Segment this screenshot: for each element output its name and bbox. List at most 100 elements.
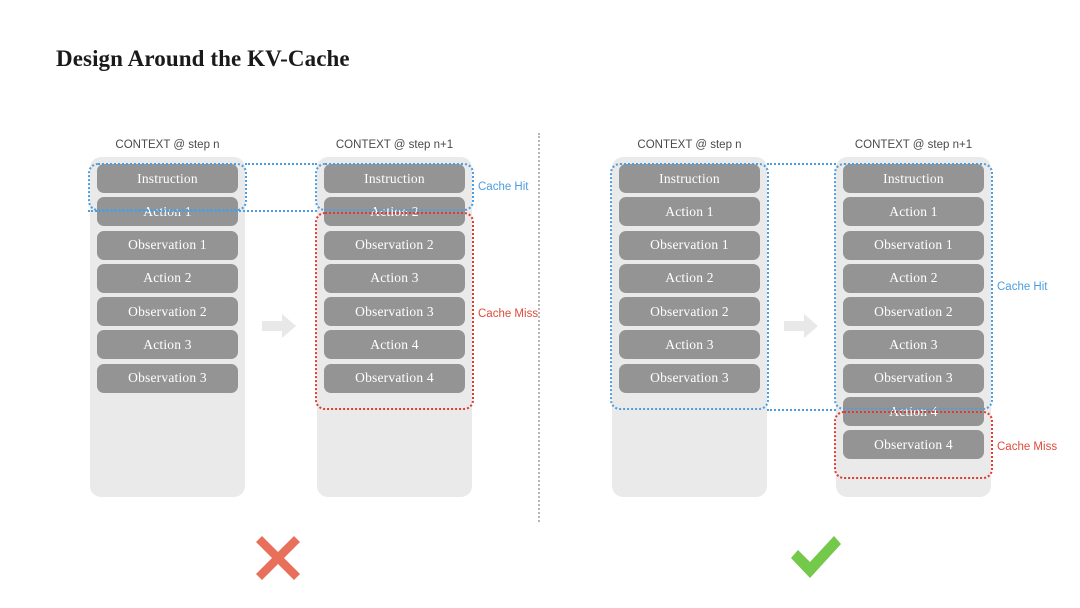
context-item-slot: Observation 2 bbox=[619, 297, 760, 330]
context-item-slot: Instruction bbox=[97, 164, 238, 197]
bad-right-column-header: CONTEXT @ step n+1 bbox=[335, 139, 454, 151]
context-item-slot: Action 2 bbox=[97, 263, 238, 297]
context-item-slot: Observation 4 bbox=[843, 430, 984, 463]
good-right-context-item[interactable]: Instruction bbox=[843, 164, 984, 193]
good-left-context-item[interactable]: Action 1 bbox=[619, 197, 760, 227]
context-item-slot: Observation 3 bbox=[97, 363, 238, 397]
good-right-context-item[interactable]: Observation 2 bbox=[843, 297, 984, 327]
context-item-slot: Action 3 bbox=[324, 263, 465, 297]
context-item-slot: Action 3 bbox=[619, 330, 760, 363]
good-left-context-item[interactable]: Action 3 bbox=[619, 330, 760, 360]
context-item-slot: Observation 3 bbox=[843, 363, 984, 397]
bad-cache-miss-label: Cache Miss bbox=[478, 308, 539, 320]
context-item-slot: Action 1 bbox=[843, 197, 984, 230]
good-right-context-item[interactable]: Observation 1 bbox=[843, 230, 984, 260]
context-item-label: Observation 4 bbox=[874, 436, 953, 452]
context-item-slot: Observation 1 bbox=[97, 230, 238, 264]
context-item-label: Observation 2 bbox=[874, 303, 953, 319]
good-left-context-item[interactable]: Observation 2 bbox=[619, 297, 760, 327]
context-item-label: Action 2 bbox=[370, 203, 419, 219]
context-item-label: Instruction bbox=[883, 170, 944, 186]
context-item-label: Observation 1 bbox=[128, 237, 207, 253]
good-left-context-item[interactable]: Observation 1 bbox=[619, 230, 760, 260]
bad-right-context-item[interactable]: Instruction bbox=[324, 164, 465, 193]
context-item-label: Observation 2 bbox=[650, 303, 729, 319]
context-item-label: Action 3 bbox=[665, 336, 714, 352]
good-left-column-header: CONTEXT @ step n bbox=[637, 139, 742, 151]
bad-left-context-item[interactable]: Observation 3 bbox=[97, 363, 238, 393]
context-item-slot: Instruction bbox=[324, 164, 465, 197]
context-item-label: Action 2 bbox=[889, 270, 938, 286]
context-item-slot: Instruction bbox=[843, 164, 984, 197]
context-item-label: Observation 3 bbox=[650, 370, 729, 386]
check-mark-icon bbox=[791, 536, 841, 578]
good-cache-hit-connector-top bbox=[767, 163, 836, 165]
bad-left-context-item[interactable]: Action 3 bbox=[97, 330, 238, 360]
bad-left-context-item[interactable]: Observation 1 bbox=[97, 230, 238, 260]
context-item-label: Observation 3 bbox=[355, 303, 434, 319]
context-item-label: Instruction bbox=[659, 170, 720, 186]
context-item-slot: Action 2 bbox=[843, 263, 984, 297]
context-item-label: Action 3 bbox=[143, 336, 192, 352]
good-left-context-item[interactable]: Observation 3 bbox=[619, 363, 760, 393]
context-item-label: Action 1 bbox=[143, 203, 192, 219]
bad-right-context-item[interactable]: Action 4 bbox=[324, 330, 465, 360]
bad-cache-hit-label: Cache Hit bbox=[478, 181, 529, 193]
context-item-label: Observation 3 bbox=[128, 370, 207, 386]
good-right-context-item[interactable]: Observation 3 bbox=[843, 363, 984, 393]
context-item-label: Action 3 bbox=[370, 270, 419, 286]
context-item-label: Action 1 bbox=[665, 203, 714, 219]
context-item-label: Action 3 bbox=[889, 336, 938, 352]
context-item-slot: Instruction bbox=[619, 164, 760, 197]
context-item-label: Action 2 bbox=[665, 270, 714, 286]
context-item-slot: Observation 1 bbox=[619, 230, 760, 264]
bad-left-context-item[interactable]: Action 2 bbox=[97, 263, 238, 293]
good-cache-miss-label: Cache Miss bbox=[997, 441, 1058, 453]
context-item-slot: Action 2 bbox=[324, 197, 465, 230]
bad-cache-hit-connector-top bbox=[245, 163, 317, 165]
good-cache-hit-label: Cache Hit bbox=[997, 281, 1048, 293]
bad-left-context-item[interactable]: Action 1 bbox=[97, 197, 238, 227]
page-title: Design Around the KV-Cache bbox=[56, 46, 350, 71]
context-item-slot: Action 1 bbox=[97, 197, 238, 230]
good-right-context-item[interactable]: Action 1 bbox=[843, 197, 984, 227]
good-left-context-item[interactable]: Action 2 bbox=[619, 263, 760, 293]
good-right-context-item[interactable]: Observation 4 bbox=[843, 430, 984, 460]
context-item-slot: Observation 3 bbox=[324, 297, 465, 330]
bad-right-context-item[interactable]: Action 3 bbox=[324, 263, 465, 293]
bad-left-context-item[interactable]: Instruction bbox=[97, 164, 238, 193]
context-item-slot: Observation 1 bbox=[843, 230, 984, 264]
context-item-label: Observation 4 bbox=[355, 370, 434, 386]
good-right-context-item[interactable]: Action 2 bbox=[843, 263, 984, 293]
context-item-slot: Observation 2 bbox=[843, 297, 984, 330]
good-cache-hit-connector-bottom bbox=[767, 409, 836, 411]
context-item-slot: Observation 3 bbox=[619, 363, 760, 397]
good-right-context-item[interactable]: Action 3 bbox=[843, 330, 984, 360]
bad-right-context-item[interactable]: Observation 2 bbox=[324, 230, 465, 260]
arrow-right-icon bbox=[784, 314, 818, 338]
good-right-context-item[interactable]: Action 4 bbox=[843, 397, 984, 427]
bad-left-context-item[interactable]: Observation 2 bbox=[97, 297, 238, 327]
context-item-label: Instruction bbox=[364, 170, 425, 186]
context-item-label: Action 4 bbox=[889, 403, 938, 419]
section-divider bbox=[538, 133, 540, 522]
context-item-label: Action 4 bbox=[370, 336, 419, 352]
arrow-right-icon bbox=[262, 314, 296, 338]
good-left-context-item[interactable]: Instruction bbox=[619, 164, 760, 193]
context-item-label: Observation 2 bbox=[128, 303, 207, 319]
bad-right-context-item[interactable]: Observation 3 bbox=[324, 297, 465, 327]
good-right-column-header: CONTEXT @ step n+1 bbox=[854, 139, 973, 151]
context-item-slot: Observation 2 bbox=[324, 230, 465, 264]
bad-right-context-item[interactable]: Observation 4 bbox=[324, 363, 465, 393]
bad-right-context-item[interactable]: Action 2 bbox=[324, 197, 465, 227]
